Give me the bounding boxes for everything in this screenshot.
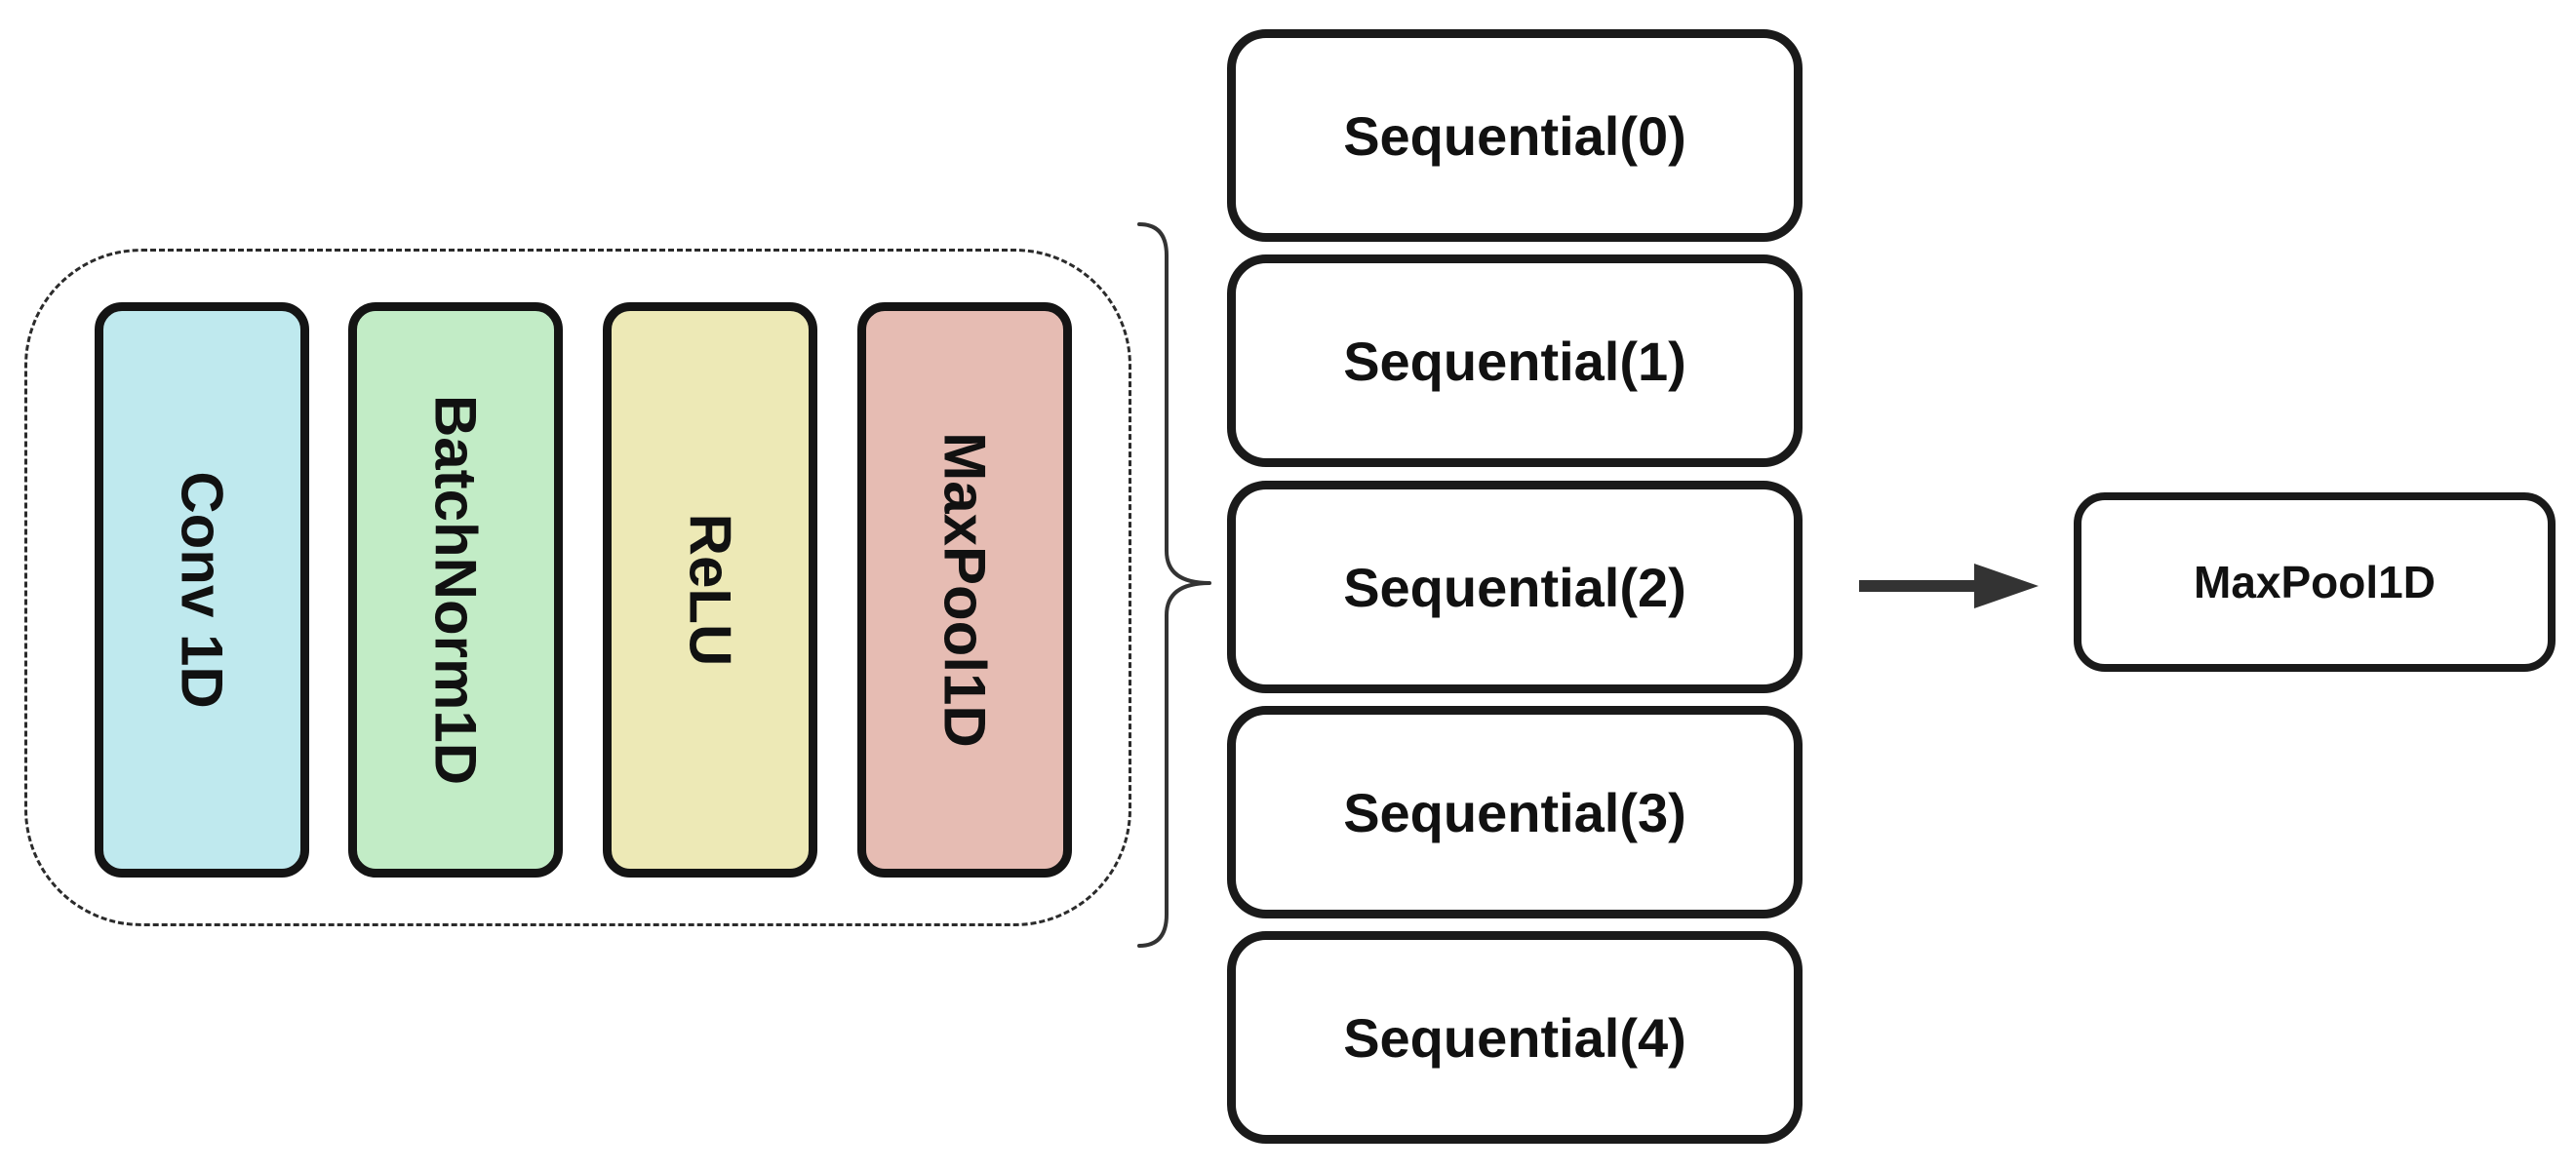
output-maxpool1d-label: MaxPool1D	[2194, 557, 2436, 607]
relu-label: ReLU	[677, 513, 743, 667]
sequential-2-label: Sequential(2)	[1343, 556, 1686, 618]
maxpool1d-layer: MaxPool1D	[857, 302, 1072, 878]
conv1d-layer: Conv 1D	[95, 302, 309, 878]
maxpool1d-layer-label: MaxPool1D	[931, 432, 998, 748]
sequential-3-label: Sequential(3)	[1343, 781, 1686, 843]
arrow-head	[1974, 564, 2039, 608]
sequential-0-label: Sequential(0)	[1343, 104, 1686, 167]
sequential-1-label: Sequential(1)	[1343, 330, 1686, 392]
batchnorm1d-label: BatchNorm1D	[422, 394, 489, 786]
sequential-0-block: Sequential(0)	[1227, 29, 1803, 242]
output-maxpool1d-block: MaxPool1D	[2074, 492, 2556, 672]
sequential-1-block: Sequential(1)	[1227, 254, 1803, 467]
relu-layer: ReLU	[603, 302, 817, 878]
sequential-3-block: Sequential(3)	[1227, 706, 1803, 918]
sequential-block-detail-group	[24, 249, 1131, 926]
conv1d-label: Conv 1D	[169, 471, 235, 709]
batchnorm1d-layer: BatchNorm1D	[348, 302, 563, 878]
sequential-4-label: Sequential(4)	[1343, 1006, 1686, 1069]
curly-brace-connector	[1137, 222, 1211, 948]
sequential-4-block: Sequential(4)	[1227, 931, 1803, 1144]
sequential-2-block: Sequential(2)	[1227, 481, 1803, 693]
